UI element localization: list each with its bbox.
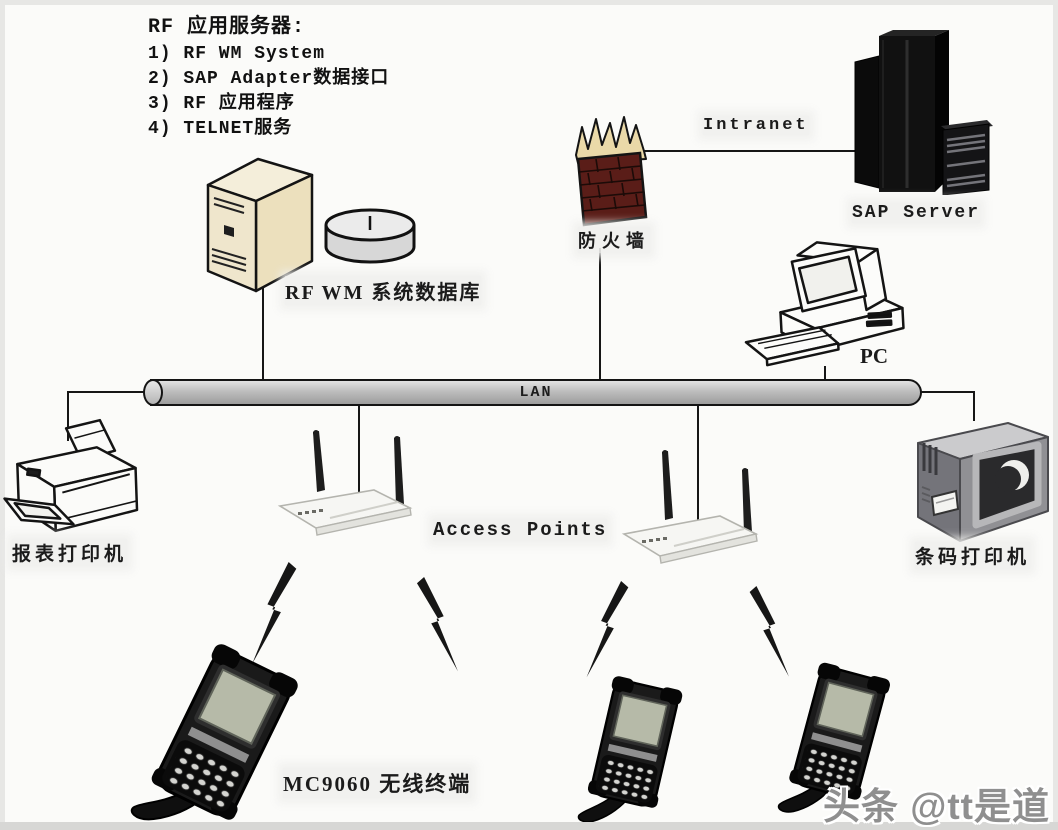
scan-edge-strip xyxy=(0,822,1058,830)
wireless-signal-icon-2 xyxy=(416,577,458,672)
barcode-printer-icon xyxy=(917,422,1049,542)
rf-application-server-icon xyxy=(206,157,314,293)
access-point-2-icon xyxy=(621,450,759,564)
access-points-label: Access Points xyxy=(433,519,608,541)
note-line-3: 3) RF 应用程序 xyxy=(148,94,295,114)
handheld-terminal-icon-2 xyxy=(576,673,685,830)
connection-line-lan-barcodeprinter-h xyxy=(918,391,975,393)
connection-line-lan-barcodeprinter-v xyxy=(973,391,975,421)
terminals-label: MC9060 无线终端 xyxy=(283,768,472,798)
database-icon xyxy=(324,208,416,264)
pc-label: PC xyxy=(860,344,888,368)
firewall-label: 防火墙 xyxy=(578,227,650,253)
connection-line-firewall-intranet xyxy=(640,150,866,152)
rf-app-server-note: RF 应用服务器: 1) RF WM System 2) SAP Adapter… xyxy=(148,14,389,142)
firewall-icon xyxy=(575,116,648,227)
wireless-signal-icon-4 xyxy=(749,586,789,677)
lan-label: LAN xyxy=(519,384,553,401)
lan-bus: LAN xyxy=(143,379,922,406)
note-title: RF 应用服务器: xyxy=(148,16,306,39)
report-printer-icon xyxy=(3,418,139,533)
pc-icon xyxy=(744,241,905,367)
note-line-2: 2) SAP Adapter数据接口 xyxy=(148,69,390,89)
rf-wm-database-label: RF WM 系统数据库 xyxy=(285,276,482,305)
sap-server-icon xyxy=(854,30,993,195)
connection-line-lan-reportprinter-h xyxy=(67,391,152,393)
connection-line-pc-lan xyxy=(824,366,826,381)
report-printer-label: 报表打印机 xyxy=(12,539,128,566)
connection-line-lan-reportprinter-v xyxy=(67,391,69,441)
connection-line-rfserver-lan xyxy=(262,285,264,381)
lan-bus-endcap xyxy=(143,379,163,406)
connection-line-lan-ap2 xyxy=(697,404,699,534)
connection-line-lan-ap1 xyxy=(358,404,360,502)
note-line-1: 1) RF WM System xyxy=(148,44,326,64)
intranet-label: Intranet xyxy=(703,116,809,135)
watermark: 头条 @tt是道 xyxy=(822,786,1050,827)
note-line-4: 4) TELNET服务 xyxy=(148,119,293,139)
wireless-signal-icon-3 xyxy=(586,581,629,678)
connection-line-firewall-lan xyxy=(599,248,601,381)
barcode-printer-label: 条码打印机 xyxy=(915,542,1031,569)
access-point-1-icon xyxy=(277,430,413,536)
sap-server-label: SAP Server xyxy=(852,203,981,223)
